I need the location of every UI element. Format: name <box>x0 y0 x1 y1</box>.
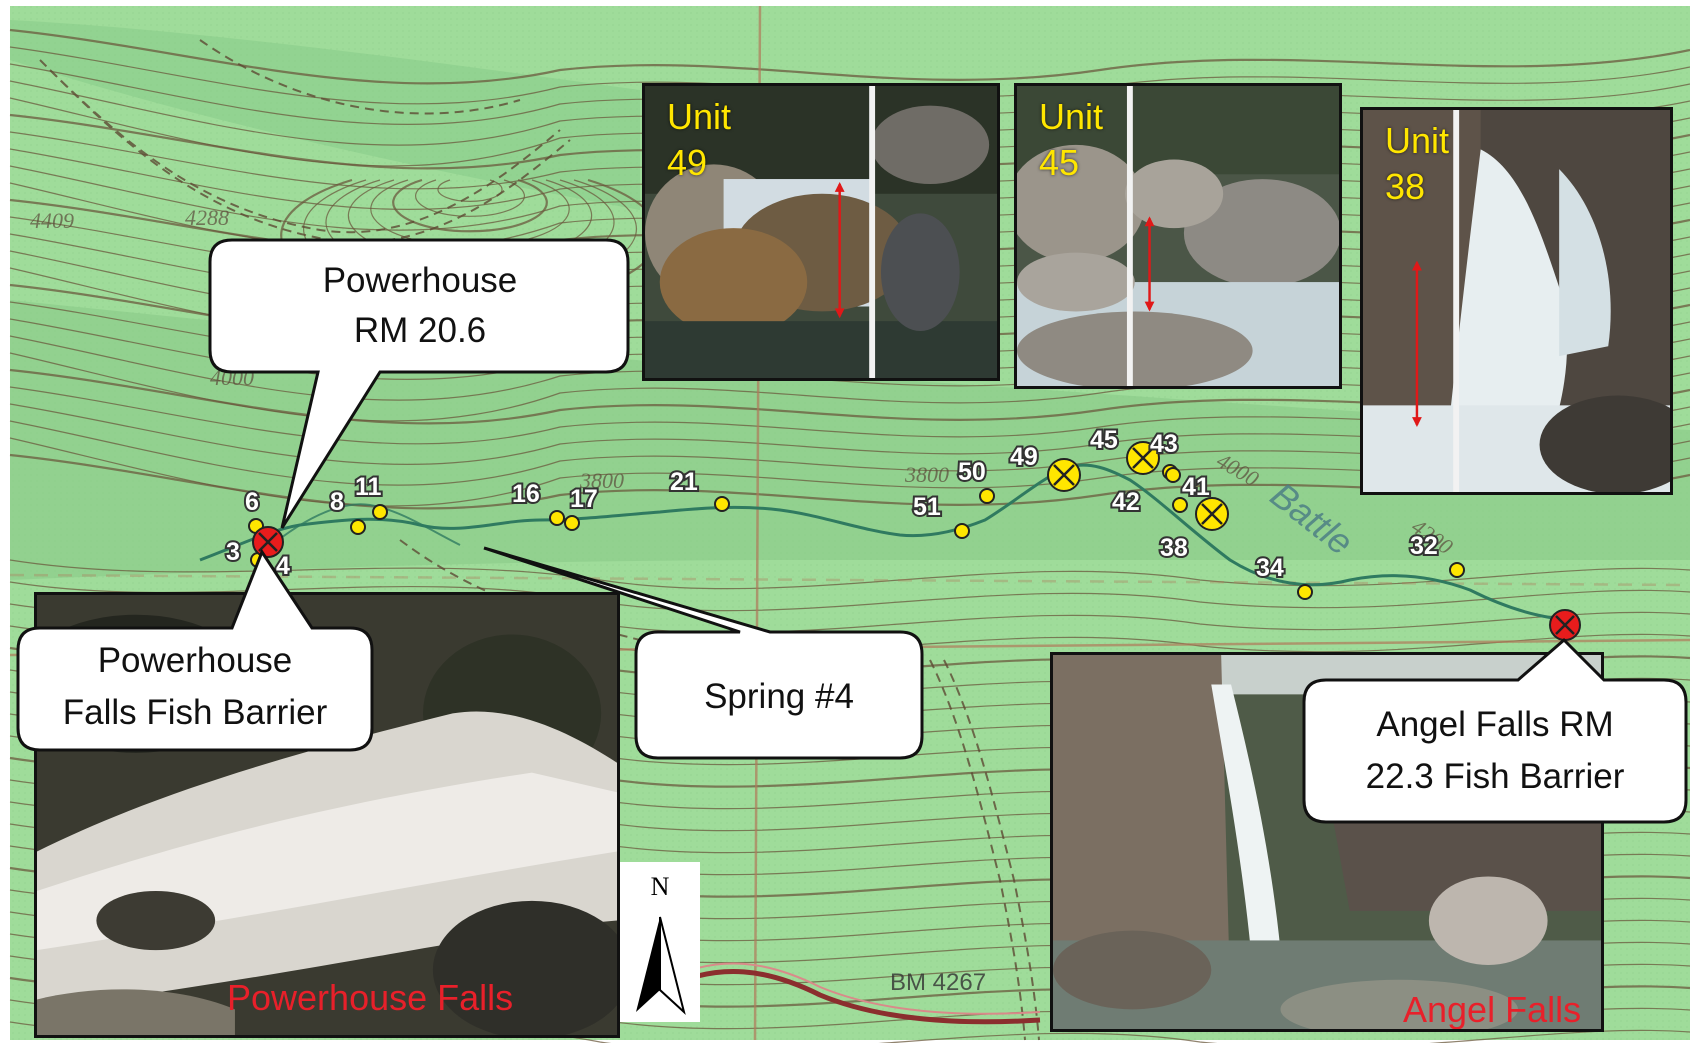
photo-caption-angel-falls: Angel Falls <box>1403 989 1582 1030</box>
site-marker: 51 <box>911 491 970 539</box>
site-dot <box>954 523 970 539</box>
site-number-label: 16 <box>512 480 540 508</box>
site-number-label: 41 <box>1182 473 1210 501</box>
site-dot <box>1449 562 1465 578</box>
site-marker: 50 <box>956 456 995 504</box>
site-number-label: 17 <box>570 485 598 513</box>
elevation-label: 3800 <box>904 462 949 487</box>
barrier-marker-powerhouse <box>252 526 284 558</box>
site-number-label: 6 <box>245 488 259 516</box>
site-number-label: 11 <box>355 473 382 501</box>
elevation-label: 4000 <box>210 365 254 390</box>
benchmark-label: BM 4267 <box>890 969 986 996</box>
site-cross-icon <box>1201 503 1223 525</box>
site-number-label: 3 <box>226 538 240 566</box>
site-marker: 42 <box>1110 467 1181 518</box>
site-marker: 21 <box>668 466 730 512</box>
elevation-label: 4288 <box>185 205 229 230</box>
photo-powerhouse-falls: Powerhouse Falls <box>34 592 620 1038</box>
road-line <box>658 969 1041 1025</box>
site-number-label: 50 <box>958 458 986 486</box>
site-number-label: 49 <box>1010 443 1038 471</box>
site-number-label: 8 <box>330 488 344 516</box>
site-dot <box>564 515 580 531</box>
site-marker: 38 <box>1158 497 1190 564</box>
north-label: N <box>650 872 670 901</box>
site-dot <box>549 510 565 526</box>
site-number-label: 43 <box>1150 430 1178 458</box>
site-marker: 32 <box>1408 530 1465 578</box>
barrier-marker-angel-falls <box>1549 609 1581 641</box>
site-cross-icon <box>1053 464 1075 486</box>
site-number-label: 34 <box>1256 554 1284 582</box>
site-number-label: 21 <box>670 468 698 496</box>
site-cross-icon <box>1132 447 1154 469</box>
site-number-label: 38 <box>1160 534 1188 562</box>
site-dot <box>979 488 995 504</box>
photo-caption-powerhouse-falls: Powerhouse Falls <box>227 977 514 1018</box>
site-number-label: 4 <box>276 552 290 580</box>
site-number-label: 51 <box>913 493 941 521</box>
site-dot <box>350 519 366 535</box>
site-number-label: 45 <box>1090 426 1118 454</box>
site-marker: 49 <box>1008 441 1081 492</box>
site-dot <box>714 496 730 512</box>
elevation-label: 4409 <box>30 208 74 233</box>
site-dot <box>1172 497 1188 513</box>
site-dot <box>1165 467 1181 483</box>
north-arrow: N <box>620 862 700 1022</box>
site-marker: 41 <box>1180 471 1229 531</box>
site-marker: 45 <box>1088 424 1160 475</box>
site-number-label: 42 <box>1112 488 1140 516</box>
site-dot <box>372 504 388 520</box>
site-marker: 34 <box>1254 552 1313 600</box>
photo-angel-falls: Angel Falls <box>1050 652 1604 1032</box>
north-arrow-icon <box>636 916 686 1015</box>
site-number-label: 32 <box>1410 532 1438 560</box>
site-dot <box>1297 584 1313 600</box>
